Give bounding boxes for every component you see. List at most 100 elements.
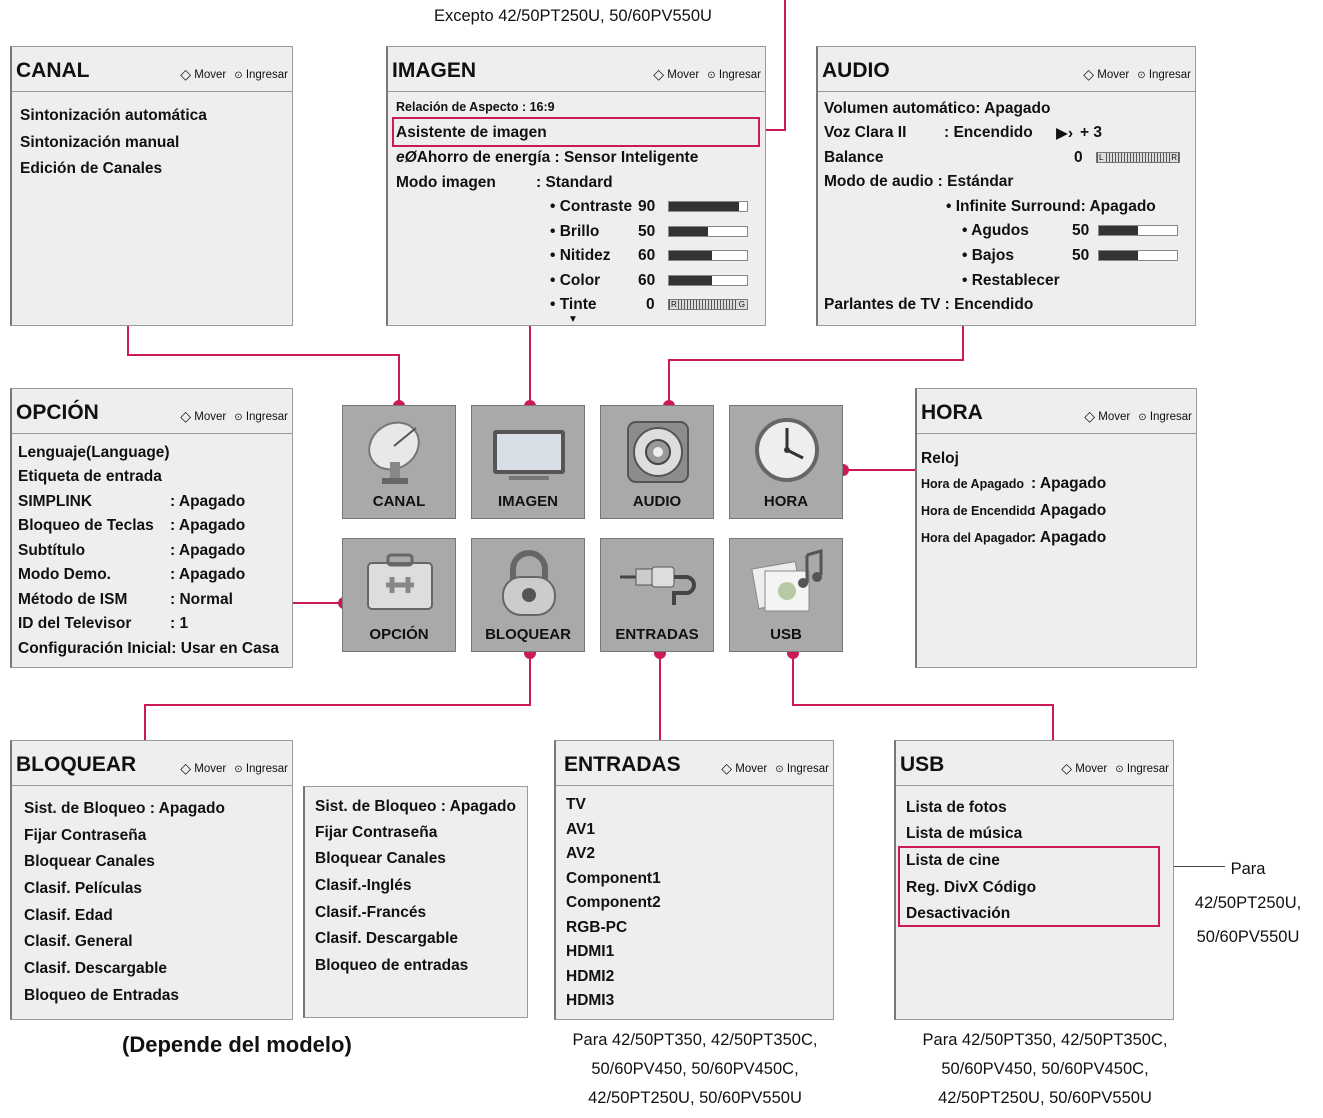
clear-voice-item[interactable]: Voz Clara II: Encendido▶›+ 3 (824, 124, 1102, 142)
color-bar[interactable] (668, 275, 748, 286)
menu-item[interactable]: Sist. de Bloqueo : Apagado (24, 800, 225, 817)
menu-item[interactable]: HDMI3 (566, 992, 615, 1009)
tile-canal[interactable]: CANAL (342, 405, 456, 519)
sound-mode-item[interactable]: Modo de audio : Estándar (824, 173, 1014, 190)
menu-item[interactable]: Bloquear Canales (24, 853, 155, 870)
media-files-icon (751, 549, 823, 612)
menu-item[interactable]: Component2 (566, 894, 661, 911)
menu-item[interactable]: Clasif. Edad (24, 907, 113, 924)
menu-item[interactable]: Hora de Apagado: Apagado (921, 475, 1107, 492)
tile-label: OPCIÓN (369, 626, 429, 643)
menu-item[interactable]: Reg. DivX Código (906, 879, 1037, 896)
picture-wizard-item[interactable]: Asistente de imagen (396, 124, 547, 141)
contrast-bar[interactable] (668, 201, 748, 212)
padlock-icon (502, 550, 556, 616)
clock-item[interactable]: Reloj (921, 450, 959, 467)
reset-setting[interactable]: • Restablecer (962, 272, 1060, 289)
menu-item[interactable]: Modo Demo.: Apagado (18, 566, 246, 583)
brightness-bar[interactable] (668, 226, 748, 237)
menu-item[interactable]: Sist. de Bloqueo : Apagado (315, 798, 516, 815)
sharpness-bar[interactable] (668, 250, 748, 261)
move-arrows-icon: ◇ (1083, 66, 1095, 82)
menu-item[interactable]: SIMPLINK: Apagado (18, 493, 246, 510)
nav-hint: ◇ Mover⊙ Ingresar (653, 66, 761, 82)
bass-bar[interactable] (1098, 250, 1178, 261)
tv-speaker-item[interactable]: Parlantes de TV : Encendido (824, 296, 1034, 313)
nav-hint: ◇ Mover⊙ Ingresar (1084, 408, 1192, 424)
menu-item[interactable]: Fijar Contraseña (24, 827, 147, 844)
menu-item[interactable]: HDMI2 (566, 968, 615, 985)
move-arrows-icon: ◇ (1061, 760, 1073, 776)
menu-item[interactable]: Component1 (566, 870, 661, 887)
connector-line (127, 325, 129, 355)
picture-mode-item[interactable]: Modo imagen: Standard (396, 174, 613, 191)
tile-opcion[interactable]: OPCIÓN (342, 538, 456, 652)
menu-item[interactable]: Bloqueo de entradas (315, 957, 469, 974)
menu-item[interactable]: Clasif. Descargable (24, 960, 168, 977)
menu-item[interactable]: TV (566, 796, 586, 813)
menu-item[interactable]: Etiqueta de entrada (18, 468, 162, 485)
menu-item[interactable]: ID del Televisor: 1 (18, 615, 189, 632)
tile-bloquear[interactable]: BLOQUEAR (471, 538, 585, 652)
menu-item[interactable]: Configuración Inicial: Usar en Casa (18, 640, 279, 657)
menu-item[interactable]: Clasif. Descargable (315, 930, 459, 947)
menu-item[interactable]: Hora del Apagador: Apagado (921, 529, 1107, 546)
menu-item[interactable]: Clasif.-Francés (315, 904, 427, 921)
menu-item[interactable]: Subtítulo: Apagado (18, 542, 246, 559)
menu-item[interactable]: HDMI1 (566, 943, 615, 960)
top-note: Excepto 42/50PT250U, 50/60PV550U (434, 7, 712, 25)
highlight-box (392, 117, 760, 147)
menu-item[interactable]: Clasif.-Inglés (315, 877, 412, 894)
menu-item[interactable]: Método de ISM: Normal (18, 591, 233, 608)
connector-line (784, 0, 786, 130)
tile-usb[interactable]: USB (729, 538, 843, 652)
menu-item[interactable]: Lista de música (906, 825, 1023, 842)
aspect-ratio-item[interactable]: Relación de Aspecto : 16:9 (396, 100, 555, 114)
menu-item[interactable]: Clasif. General (24, 933, 133, 950)
treble-bar[interactable] (1098, 225, 1178, 236)
menu-item[interactable]: Clasif. Películas (24, 880, 143, 897)
menu-item[interactable]: RGB-PC (566, 919, 628, 936)
connector-line (668, 359, 964, 361)
menu-item[interactable]: Sintonización manual (20, 134, 180, 151)
move-arrows-icon: ◇ (180, 66, 192, 82)
menu-item[interactable]: Lenguaje(Language) (18, 444, 170, 461)
tile-entradas[interactable]: ENTRADAS (600, 538, 714, 652)
move-arrows-icon: ◇ (180, 408, 192, 424)
tile-imagen[interactable]: IMAGEN (471, 405, 585, 519)
menu-item[interactable]: Bloquear Canales (315, 850, 446, 867)
menu-item[interactable]: Lista de fotos (906, 799, 1007, 816)
scroll-down-icon[interactable]: ▼ (568, 314, 578, 325)
menu-item[interactable]: Edición de Canales (20, 160, 163, 177)
tile-audio[interactable]: AUDIO (600, 405, 714, 519)
menu-item[interactable]: AV1 (566, 821, 596, 838)
menu-item[interactable]: Bloqueo de Entradas (24, 987, 180, 1004)
menu-item[interactable]: Sintonización automática (20, 107, 207, 124)
menu-item[interactable]: Lista de cine (906, 852, 1000, 869)
menu-item[interactable]: AV2 (566, 845, 596, 862)
surround-setting[interactable]: • Infinite Surround: Apagado (946, 198, 1156, 215)
menu-item[interactable]: Desactivación (906, 905, 1011, 922)
enter-icon: ⊙ (1137, 70, 1146, 81)
menu-item[interactable]: Fijar Contraseña (315, 824, 438, 841)
menu-item[interactable]: Hora de Encendido: Apagado (921, 502, 1107, 519)
audio-panel: AUDIO ◇ Mover⊙ Ingresar Volumen automáti… (816, 46, 1196, 326)
connector-line (668, 359, 670, 407)
enter-icon: ⊙ (234, 70, 243, 81)
tile-label: AUDIO (632, 493, 682, 510)
tile-hora[interactable]: HORA (729, 405, 843, 519)
menu-item[interactable]: Bloqueo de Teclas: Apagado (18, 517, 246, 534)
auto-volume-item[interactable]: Volumen automático: Apagado (824, 100, 1051, 117)
energy-saving-item[interactable]: eØAhorro de energía : Sensor Inteligente (396, 149, 699, 166)
voice-icon: ▶› (1056, 125, 1074, 142)
